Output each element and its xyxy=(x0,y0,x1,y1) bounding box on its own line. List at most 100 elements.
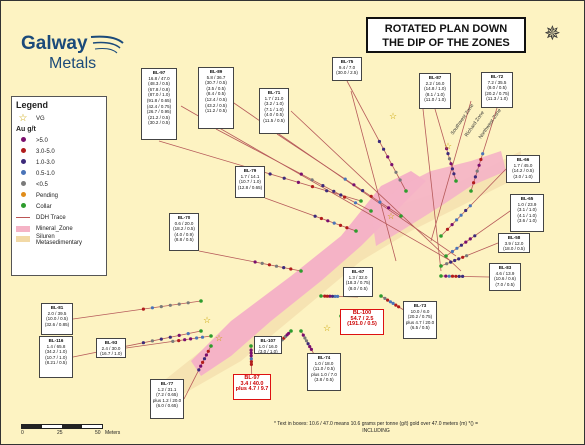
sample-dot xyxy=(377,139,381,144)
sample-dot xyxy=(168,303,172,307)
intercept-value: 1.4 / 65.8 xyxy=(46,343,66,349)
sample-dot xyxy=(330,294,335,298)
intercept-value: (87.0 / 1.0) xyxy=(148,92,170,98)
sample-dot xyxy=(332,189,336,193)
sample-dot xyxy=(168,335,172,339)
intercept-value: (3.0 / 1.0) xyxy=(513,173,533,179)
sample-dot xyxy=(141,341,145,345)
trace-line-icon xyxy=(16,217,30,218)
sample-dot xyxy=(177,302,181,306)
intercept-value: (6.5 / 0.5) xyxy=(410,325,430,331)
intercept-value: (4.0 / 0.9) xyxy=(174,231,194,237)
intercept-value: (6.0 / 0.65) xyxy=(156,403,178,409)
collar-dot xyxy=(209,344,213,348)
sample-dot xyxy=(197,368,201,372)
legend-item-grade: 0.5-1.0 xyxy=(16,168,102,179)
intercept-value: (30.2 / 0.5) xyxy=(148,120,170,126)
intercept-value: 2.0 / 39.5 xyxy=(47,310,67,316)
intercept-value: (3.5 / 0.5) xyxy=(206,85,226,91)
hole-id: BL-72 xyxy=(490,74,504,79)
footnote: * Text in boxes: 10.6 / 47.0 means 10.6 … xyxy=(273,421,479,434)
intercept-value: (8.0 / 0.5) xyxy=(348,285,368,291)
sample-dot xyxy=(333,294,337,298)
sample-dot xyxy=(459,243,463,247)
sample-dot xyxy=(159,305,163,309)
sample-dot xyxy=(450,167,454,171)
sample-dot xyxy=(303,336,307,340)
sample-dot xyxy=(323,294,327,298)
intercept-value: 1.0 / 23.9 xyxy=(517,201,537,207)
sample-dot xyxy=(353,201,358,205)
sample-dot xyxy=(326,219,330,223)
legend-label: Pending xyxy=(36,192,59,199)
intercept-value: (18.3 / 0.75) xyxy=(345,280,371,286)
sample-dot xyxy=(472,181,476,185)
sample-dot xyxy=(345,226,349,230)
hole-id: BL-65 xyxy=(520,196,534,201)
sample-dot xyxy=(464,240,468,244)
sample-dot xyxy=(189,337,193,341)
scale-bar: 0 25 50 Meters xyxy=(21,424,120,440)
sample-dot xyxy=(249,354,253,358)
scale-unit: Meters xyxy=(105,430,121,436)
intercept-value: 1.7 / 45.0 xyxy=(513,162,533,168)
intercept-value: (48.3 / 0.5) xyxy=(148,81,170,87)
hole-id: BL-66 xyxy=(516,157,530,162)
sample-dot xyxy=(159,337,163,341)
drill-trace-line xyxy=(350,90,397,262)
intercept-value: 2.4 / 30.0 xyxy=(101,345,121,351)
sample-dot xyxy=(249,351,253,355)
hole-id: BL-75 xyxy=(340,59,354,64)
sample-dot xyxy=(325,189,329,193)
sample-dot xyxy=(328,294,332,298)
scale-tick: 0 xyxy=(21,430,24,436)
collar-dot xyxy=(359,199,363,203)
scale-bar-graphic xyxy=(21,424,103,429)
sample-dot xyxy=(150,306,154,310)
hole-id: BL-58 xyxy=(507,235,521,240)
intercept-value: plus 4.7 / 20.0 xyxy=(405,319,435,325)
intercept-value: (91.8 / 0.65) xyxy=(146,97,172,103)
sample-dot xyxy=(336,294,340,298)
sample-dot xyxy=(249,357,253,361)
legend-label: Mineral_Zone xyxy=(36,225,73,232)
grade-dot-icon xyxy=(16,159,30,166)
collar-dot xyxy=(319,294,323,298)
sample-dot xyxy=(445,262,449,266)
sample-dot xyxy=(387,206,391,210)
north-arrow-icon: ✵ xyxy=(544,23,561,45)
sample-dot xyxy=(343,177,347,181)
legend-item-grade: Collar xyxy=(16,201,102,212)
drill-trace-line xyxy=(198,250,302,272)
intercept-value: (21.2 / 0.5) xyxy=(148,114,170,120)
intercept-value: 1.0 / 18.0 xyxy=(314,360,334,366)
hole-id: BL-71 xyxy=(267,90,281,95)
sample-dot xyxy=(445,227,450,231)
intercept-value: (7.2 / 0.65) xyxy=(156,392,178,398)
sample-dot xyxy=(310,178,314,182)
hole-id: BL-74 xyxy=(317,355,331,360)
collar-dot xyxy=(199,329,203,333)
sample-dot xyxy=(444,274,448,278)
scale-tick: 50 xyxy=(95,430,101,436)
intercept-value: (3.8 / 0.5) xyxy=(314,377,334,383)
intercept-value: (3.2 / 1.0) xyxy=(264,101,284,107)
intercept-value: (34.2 / 1.0) xyxy=(45,349,67,355)
intercept-value: 4.6 / 13.9 xyxy=(495,270,515,276)
legend-label: VG xyxy=(36,115,45,122)
legend-item-trace: DDH Trace xyxy=(16,212,102,223)
sample-dot xyxy=(249,348,253,352)
intercept-value: 3.9 / 12.0 xyxy=(504,240,524,246)
sample-dot xyxy=(282,266,286,270)
sample-dot xyxy=(352,183,356,187)
hole-id: BL-107 xyxy=(260,338,276,343)
sample-dot xyxy=(361,189,365,193)
sample-dot xyxy=(177,339,181,343)
sample-dot xyxy=(481,152,485,156)
